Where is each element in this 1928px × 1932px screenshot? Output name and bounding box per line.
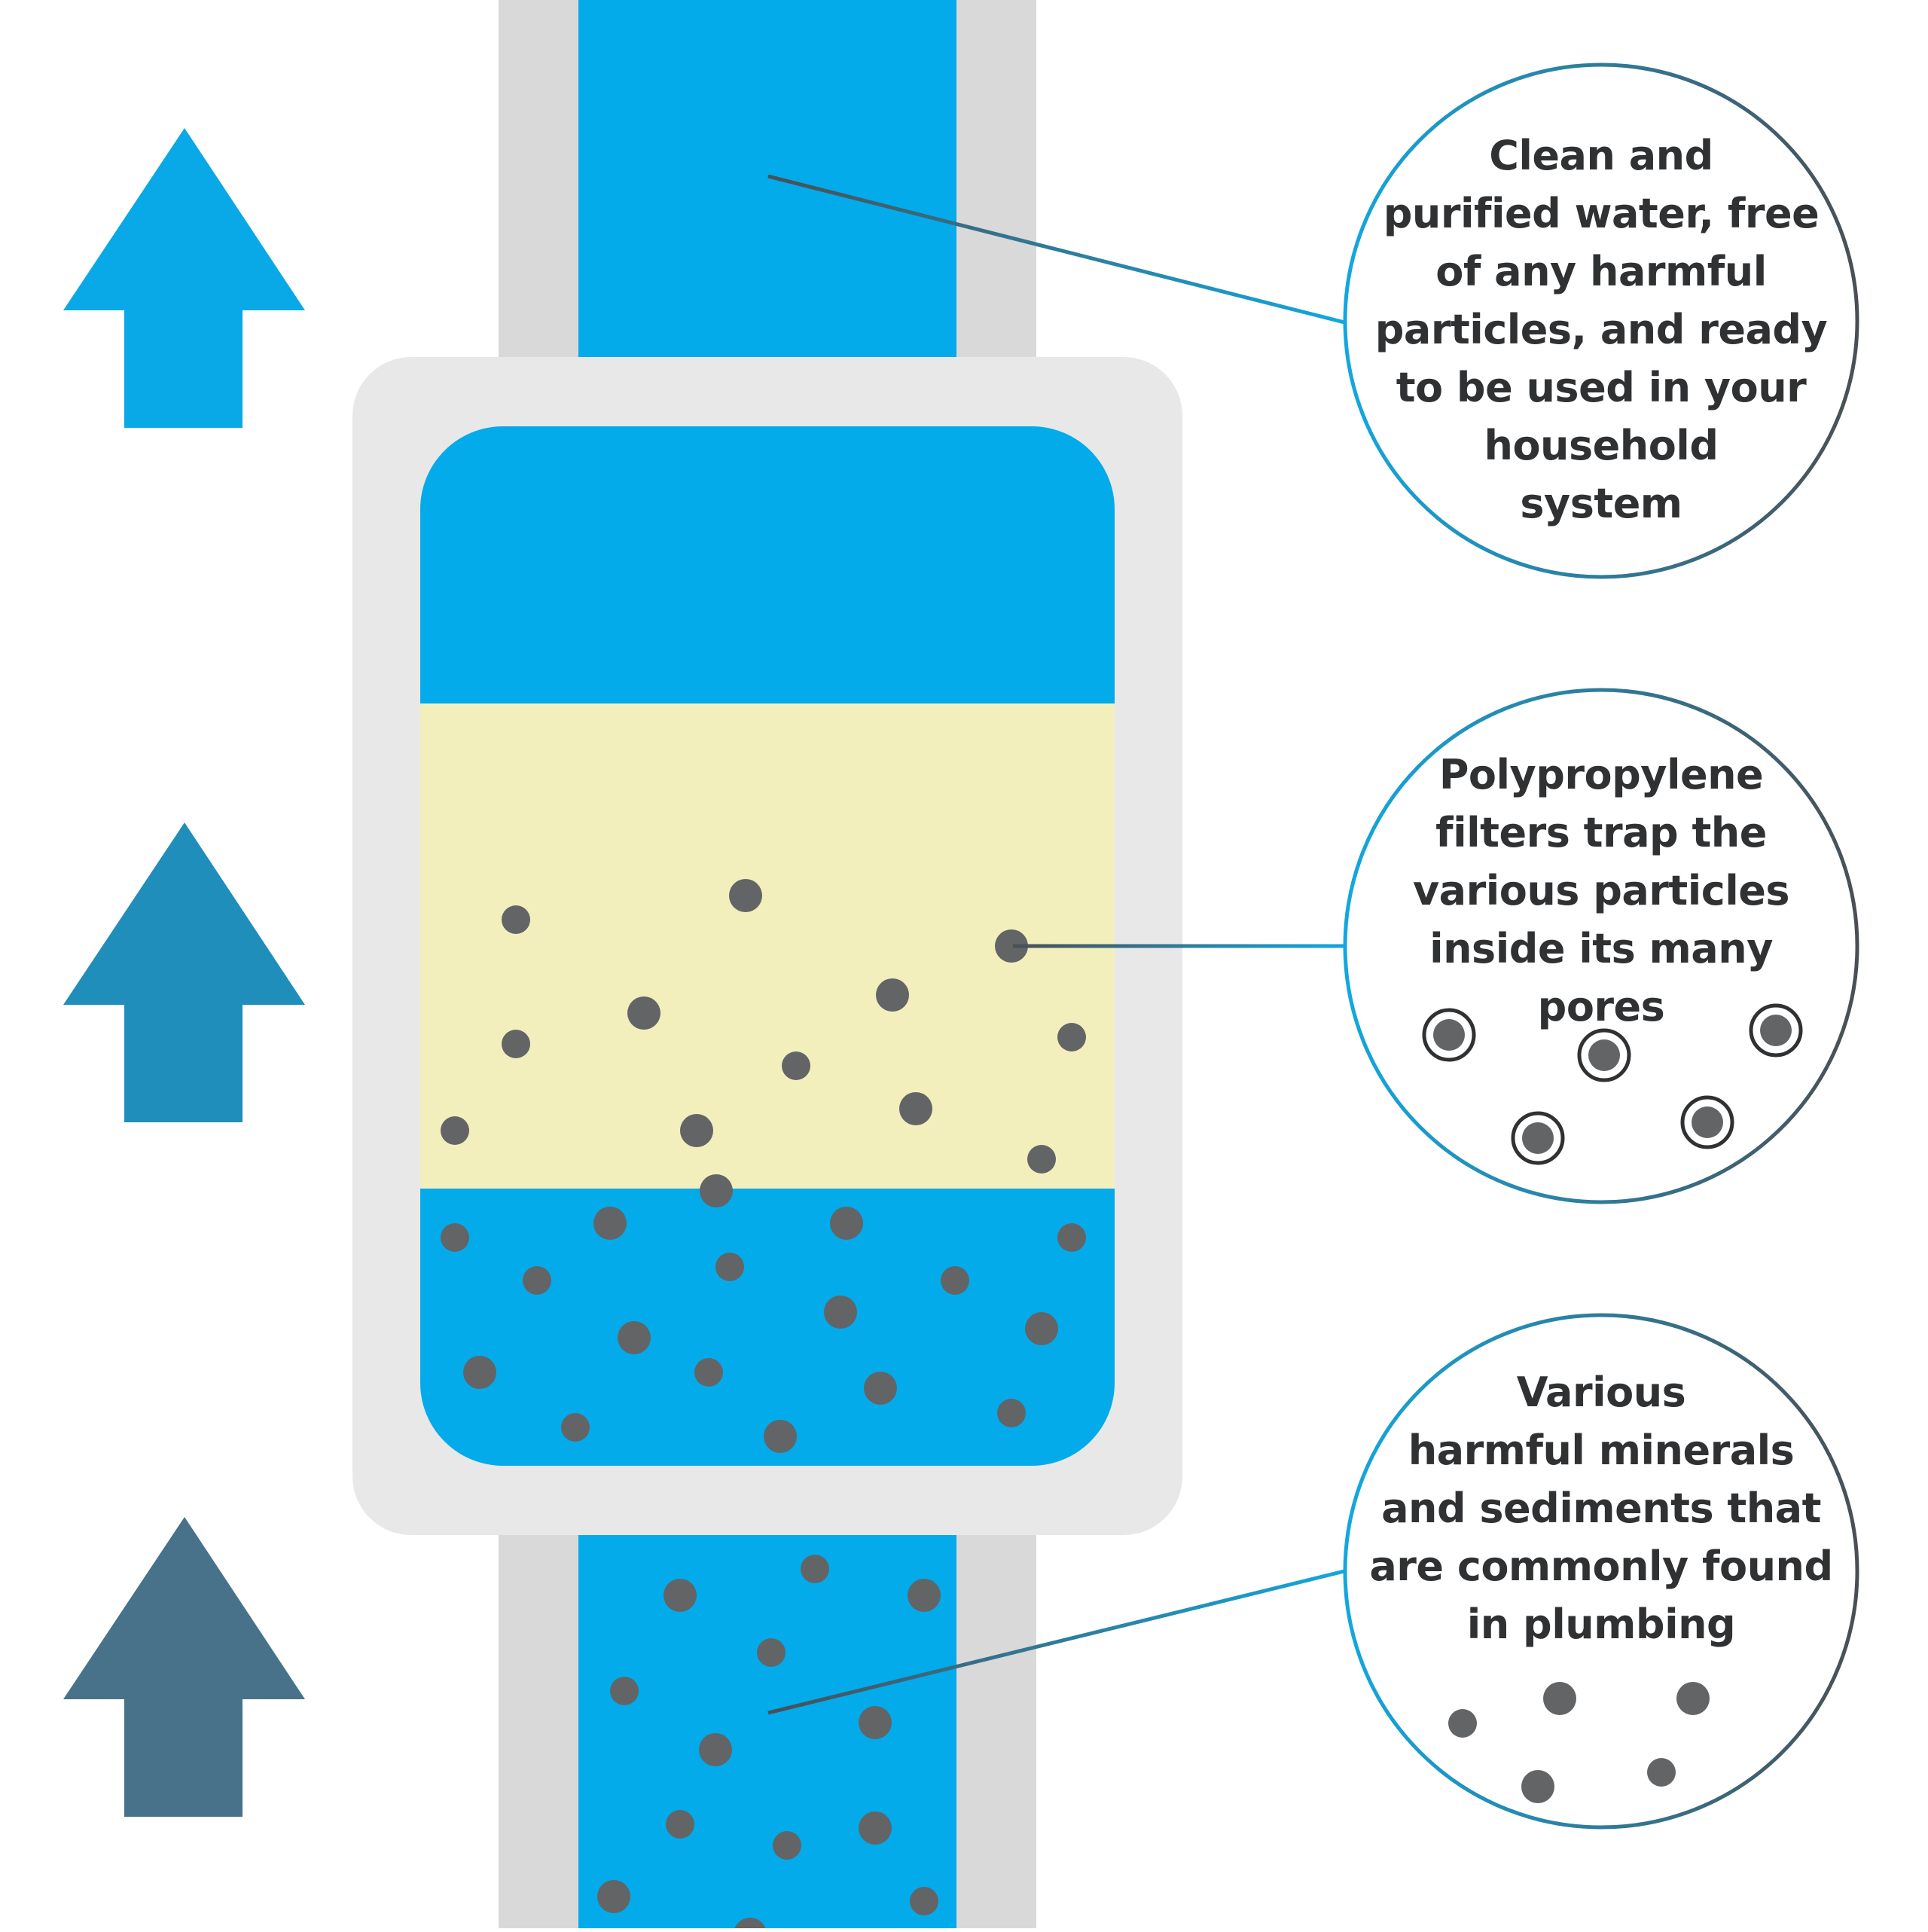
up-arrow-icon [63, 128, 305, 428]
particle [610, 1677, 639, 1705]
particle [1027, 1145, 1056, 1174]
pore-ringed-particle-icon [1577, 1028, 1631, 1082]
particle [593, 1207, 627, 1240]
particle [859, 1811, 892, 1845]
particle [997, 1399, 1026, 1427]
particle [995, 929, 1028, 963]
pipe-sediment-particles [597, 1555, 941, 1928]
pore-ringed-particle-icon [1749, 1003, 1803, 1058]
callout-circle-sediment [1343, 1313, 1859, 1830]
callout-circle-clean-water [1343, 63, 1859, 579]
particle [734, 1918, 766, 1928]
particle [824, 1296, 857, 1329]
particle [864, 1372, 897, 1405]
particle [729, 879, 762, 912]
particle [463, 1356, 496, 1389]
flow-arrows [63, 128, 305, 1817]
particle [699, 1733, 732, 1766]
filter-chamber [420, 426, 1115, 1466]
pipe-water-top [578, 0, 956, 362]
particle [801, 1555, 829, 1583]
particle [618, 1321, 651, 1354]
sediment-dots [1448, 1682, 1710, 1803]
particle [700, 1174, 733, 1207]
up-arrow-icon [63, 1517, 305, 1817]
pipe-water-bottom [578, 1529, 956, 1928]
particle [941, 1266, 969, 1295]
particle [1057, 1023, 1086, 1051]
particle [597, 1880, 630, 1913]
particle [773, 1831, 801, 1860]
particle-dot-icon [1521, 1770, 1554, 1803]
callout-circle-filter [1343, 688, 1859, 1204]
callout-circles [1343, 63, 1859, 1830]
particle [502, 905, 530, 934]
leader-line-sediment [767, 1569, 1345, 1715]
callout-text-filter: Polypropylene filters trap the various p… [1412, 751, 1790, 1030]
particle-dot-icon [1647, 1758, 1676, 1787]
particle [561, 1413, 590, 1442]
pore-ringed-particle-icon [1511, 1111, 1565, 1165]
callout-text-sediment: Various harmful minerals and sediments t… [1369, 1369, 1833, 1648]
particle [1057, 1223, 1086, 1252]
particle [680, 1114, 713, 1147]
chamber-sediment-particles [441, 1174, 1086, 1453]
particle [502, 1030, 530, 1058]
up-arrow-icon [63, 823, 305, 1122]
particle [715, 1253, 744, 1281]
particle [876, 978, 909, 1012]
callout-text-clean-water: Clean and purified water, free of any ha… [1374, 132, 1828, 527]
particle [627, 997, 660, 1030]
inlet-pipe-bottom [499, 1529, 1036, 1928]
particle-dot-icon [1676, 1682, 1710, 1715]
particle [859, 1706, 892, 1739]
leader-lines [767, 174, 1345, 1715]
particle [910, 1887, 938, 1915]
particle [441, 1116, 469, 1145]
particle [1025, 1312, 1058, 1345]
particle [757, 1638, 786, 1667]
pore-ringed-particle-icon [1422, 1008, 1476, 1062]
particle [666, 1810, 694, 1839]
particle [908, 1579, 941, 1612]
particle [782, 1051, 810, 1080]
clean-water-layer [420, 426, 1115, 705]
particle [764, 1420, 797, 1453]
particle [830, 1207, 863, 1240]
particle [523, 1266, 551, 1295]
particle-dot-icon [1448, 1709, 1477, 1738]
particle [899, 1092, 932, 1125]
trapped-particles [441, 879, 1086, 1174]
particle [664, 1579, 697, 1612]
inlet-pipe-top [499, 0, 1036, 362]
pore-ringed-particle-icon [1680, 1095, 1734, 1149]
pore-icons [1422, 1003, 1803, 1165]
leader-line-clean-water [767, 174, 1345, 325]
particle-dot-icon [1543, 1682, 1576, 1715]
particle [694, 1358, 723, 1387]
particle [441, 1223, 469, 1252]
